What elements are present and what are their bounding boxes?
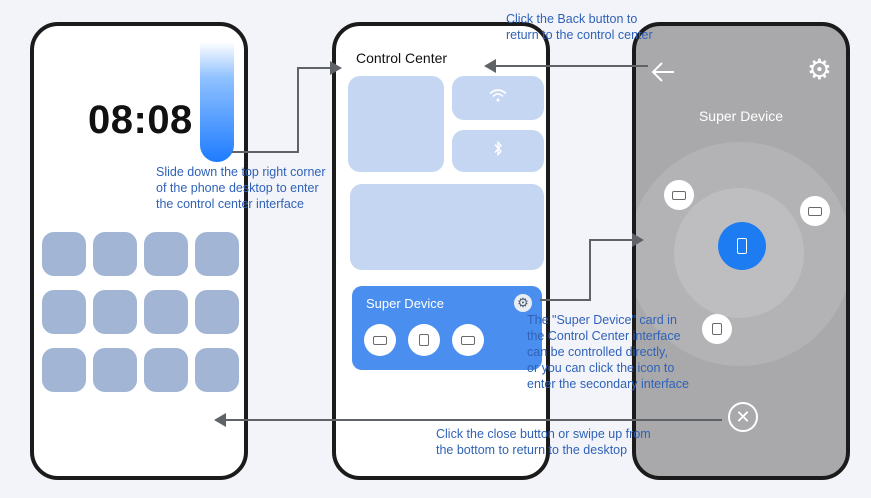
app-icon[interactable] xyxy=(144,348,188,392)
super-device-title: Super Device xyxy=(698,108,784,124)
annotation-close-button: Click the close button or swipe up from … xyxy=(436,427,651,457)
app-icon[interactable] xyxy=(42,348,86,392)
laptop-icon[interactable] xyxy=(800,196,830,226)
wide-tile[interactable] xyxy=(350,184,544,270)
app-icon[interactable] xyxy=(42,232,86,276)
phone-control-center: Control Center Super Device ⚙ xyxy=(332,22,550,480)
app-grid xyxy=(42,232,242,392)
arrow-card-to-super xyxy=(540,233,644,301)
annotation-super-device-card: The "Super Device" card in the Control C… xyxy=(527,313,689,391)
back-arrow-icon[interactable] xyxy=(650,60,676,88)
laptop-icon[interactable] xyxy=(364,324,396,356)
bluetooth-icon xyxy=(493,140,503,162)
wifi-tile[interactable] xyxy=(452,76,544,120)
gear-icon[interactable]: ⚙ xyxy=(514,294,532,312)
annotation-slide-down: Slide down the top right corner of the p… xyxy=(156,165,326,211)
control-center-title: Control Center xyxy=(356,50,448,66)
printer-icon[interactable] xyxy=(408,324,440,356)
app-icon[interactable] xyxy=(195,290,239,334)
phone-super-device: ⚙ Super Device ✕ xyxy=(632,22,850,480)
app-icon[interactable] xyxy=(195,348,239,392)
app-icon[interactable] xyxy=(93,290,137,334)
gear-icon[interactable]: ⚙ xyxy=(806,54,832,85)
app-icon[interactable] xyxy=(42,290,86,334)
app-icon[interactable] xyxy=(144,290,188,334)
super-device-card[interactable]: Super Device ⚙ xyxy=(352,286,542,370)
app-icon[interactable] xyxy=(93,232,137,276)
bluetooth-tile[interactable] xyxy=(452,130,544,172)
annotation-back-button: Click the Back button to return to the c… xyxy=(506,12,653,42)
app-icon[interactable] xyxy=(195,232,239,276)
media-tile[interactable] xyxy=(348,76,444,172)
phone-home-screen: 08:08 xyxy=(30,22,248,480)
pull-down-indicator[interactable] xyxy=(200,42,234,162)
clock: 08:08 xyxy=(88,98,193,142)
super-device-card-title: Super Device xyxy=(366,296,445,311)
wifi-icon xyxy=(489,89,507,108)
app-icon[interactable] xyxy=(144,232,188,276)
phone-icon[interactable] xyxy=(718,222,766,270)
app-icon[interactable] xyxy=(93,348,137,392)
laptop-icon[interactable] xyxy=(452,324,484,356)
printer-icon[interactable] xyxy=(702,314,732,344)
laptop-icon[interactable] xyxy=(664,180,694,210)
arrow-home-to-control xyxy=(232,61,342,153)
close-icon[interactable]: ✕ xyxy=(728,402,758,432)
